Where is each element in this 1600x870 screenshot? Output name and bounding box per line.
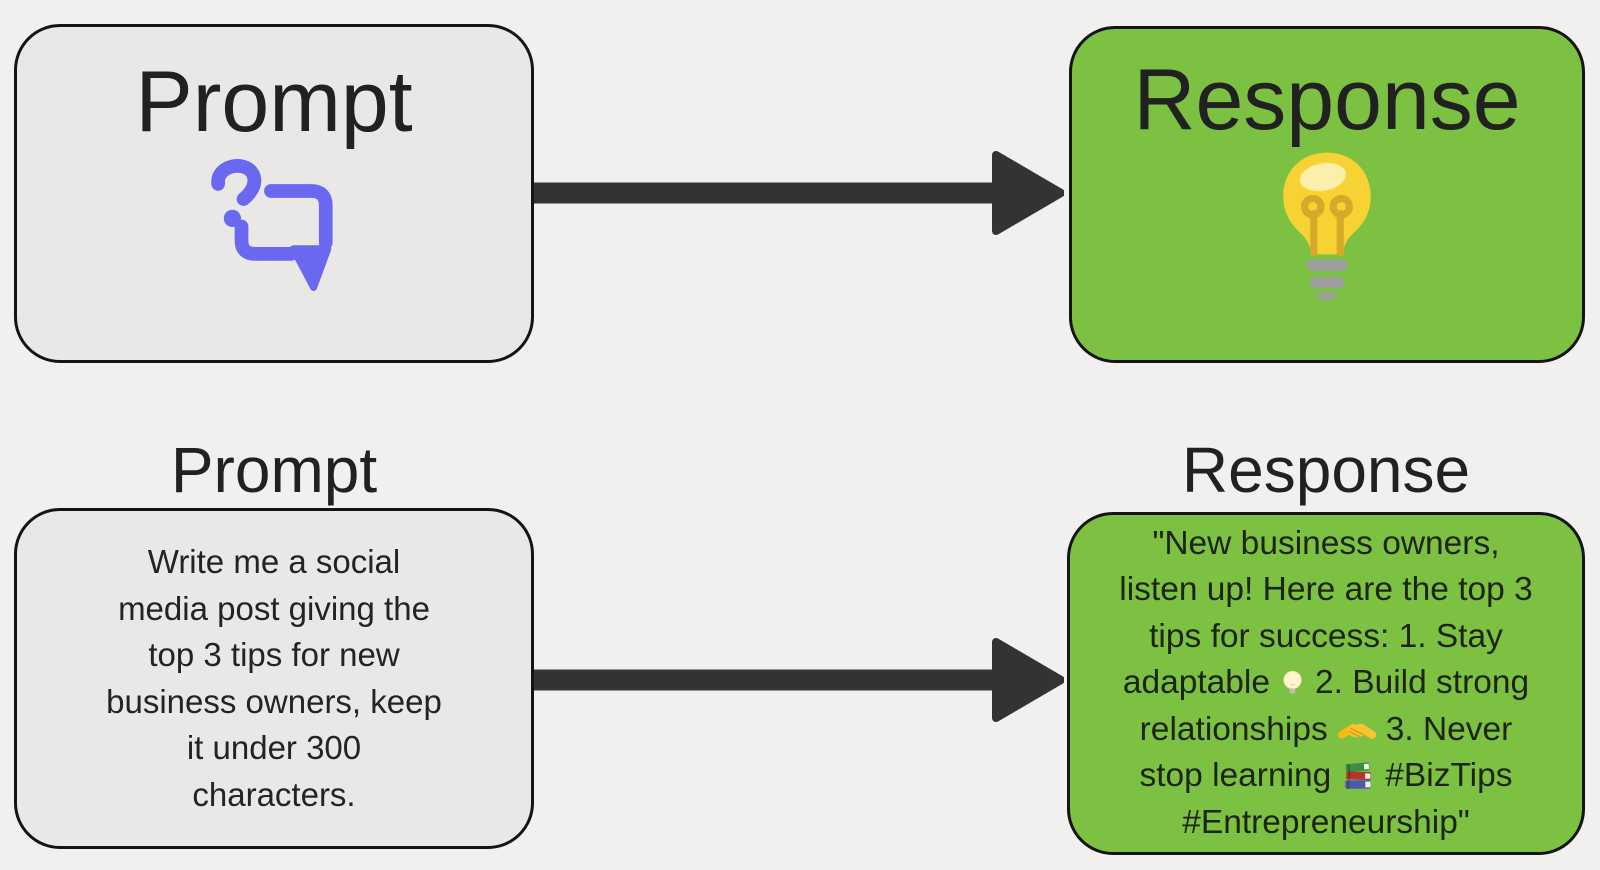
prompt-card-title: Prompt bbox=[135, 54, 413, 150]
prompt-text-line: top 3 tips for new bbox=[148, 636, 400, 673]
text-segment: #Entrepreneurship" bbox=[1182, 803, 1470, 841]
text-segment: tips for success: 1. Stay bbox=[1149, 617, 1503, 655]
response-text-line: tips for success: 1. Stay bbox=[1070, 614, 1582, 661]
question-chat-icon bbox=[206, 153, 343, 301]
prompt-text-card: Write me a social media post giving the to… bbox=[14, 508, 534, 849]
light-bulb-emoji-icon bbox=[1283, 671, 1302, 695]
prompt-label: Prompt bbox=[170, 434, 378, 506]
response-text: "New business owners, listen up! Here are… bbox=[1070, 521, 1582, 847]
response-text-line: #Entrepreneurship" bbox=[1070, 800, 1582, 847]
response-text-line: "New business owners, bbox=[1070, 521, 1582, 568]
prompt-text-line: media post giving the bbox=[118, 589, 430, 627]
response-card-title: Response bbox=[1133, 52, 1521, 148]
text-segment: #BizTips bbox=[1385, 757, 1513, 795]
response-card-top: Response bbox=[1069, 26, 1585, 363]
response-text-line: stop learning #BizTips bbox=[1070, 753, 1582, 800]
text-segment: adaptable bbox=[1122, 664, 1270, 702]
response-text-line: adaptable 2. Build strong bbox=[1070, 660, 1582, 707]
response-text-line: listen up! Here are the top 3 bbox=[1070, 567, 1582, 614]
response-text-line: relationships 3. Never bbox=[1070, 707, 1582, 754]
handshake-emoji-icon bbox=[1337, 713, 1377, 747]
text-segment: listen up! Here are the top 3 bbox=[1119, 571, 1533, 609]
response-label: Response bbox=[1181, 434, 1471, 506]
arrow-bottom bbox=[534, 638, 1064, 722]
prompt-text: Write me a social media post giving the to… bbox=[17, 539, 531, 818]
text-segment: relationships bbox=[1139, 710, 1328, 748]
prompt-text-line: characters. bbox=[192, 775, 356, 813]
prompt-text-line: business owners, keep bbox=[106, 682, 442, 720]
prompt-card-top: Prompt bbox=[14, 24, 534, 363]
arrow-top bbox=[534, 151, 1064, 235]
text-segment: 2. Build strong bbox=[1315, 664, 1530, 702]
lightbulb-icon bbox=[1271, 147, 1383, 315]
text-segment: 3. Never bbox=[1385, 710, 1513, 748]
text-segment: stop learning bbox=[1139, 757, 1332, 795]
response-text-card: "New business owners, listen up! Here are… bbox=[1067, 512, 1585, 855]
prompt-text-line: it under 300 bbox=[186, 729, 362, 766]
books-emoji-icon bbox=[1345, 762, 1372, 789]
text-segment: "New business owners, bbox=[1152, 524, 1500, 562]
prompt-text-line: Write me a social bbox=[147, 543, 401, 580]
